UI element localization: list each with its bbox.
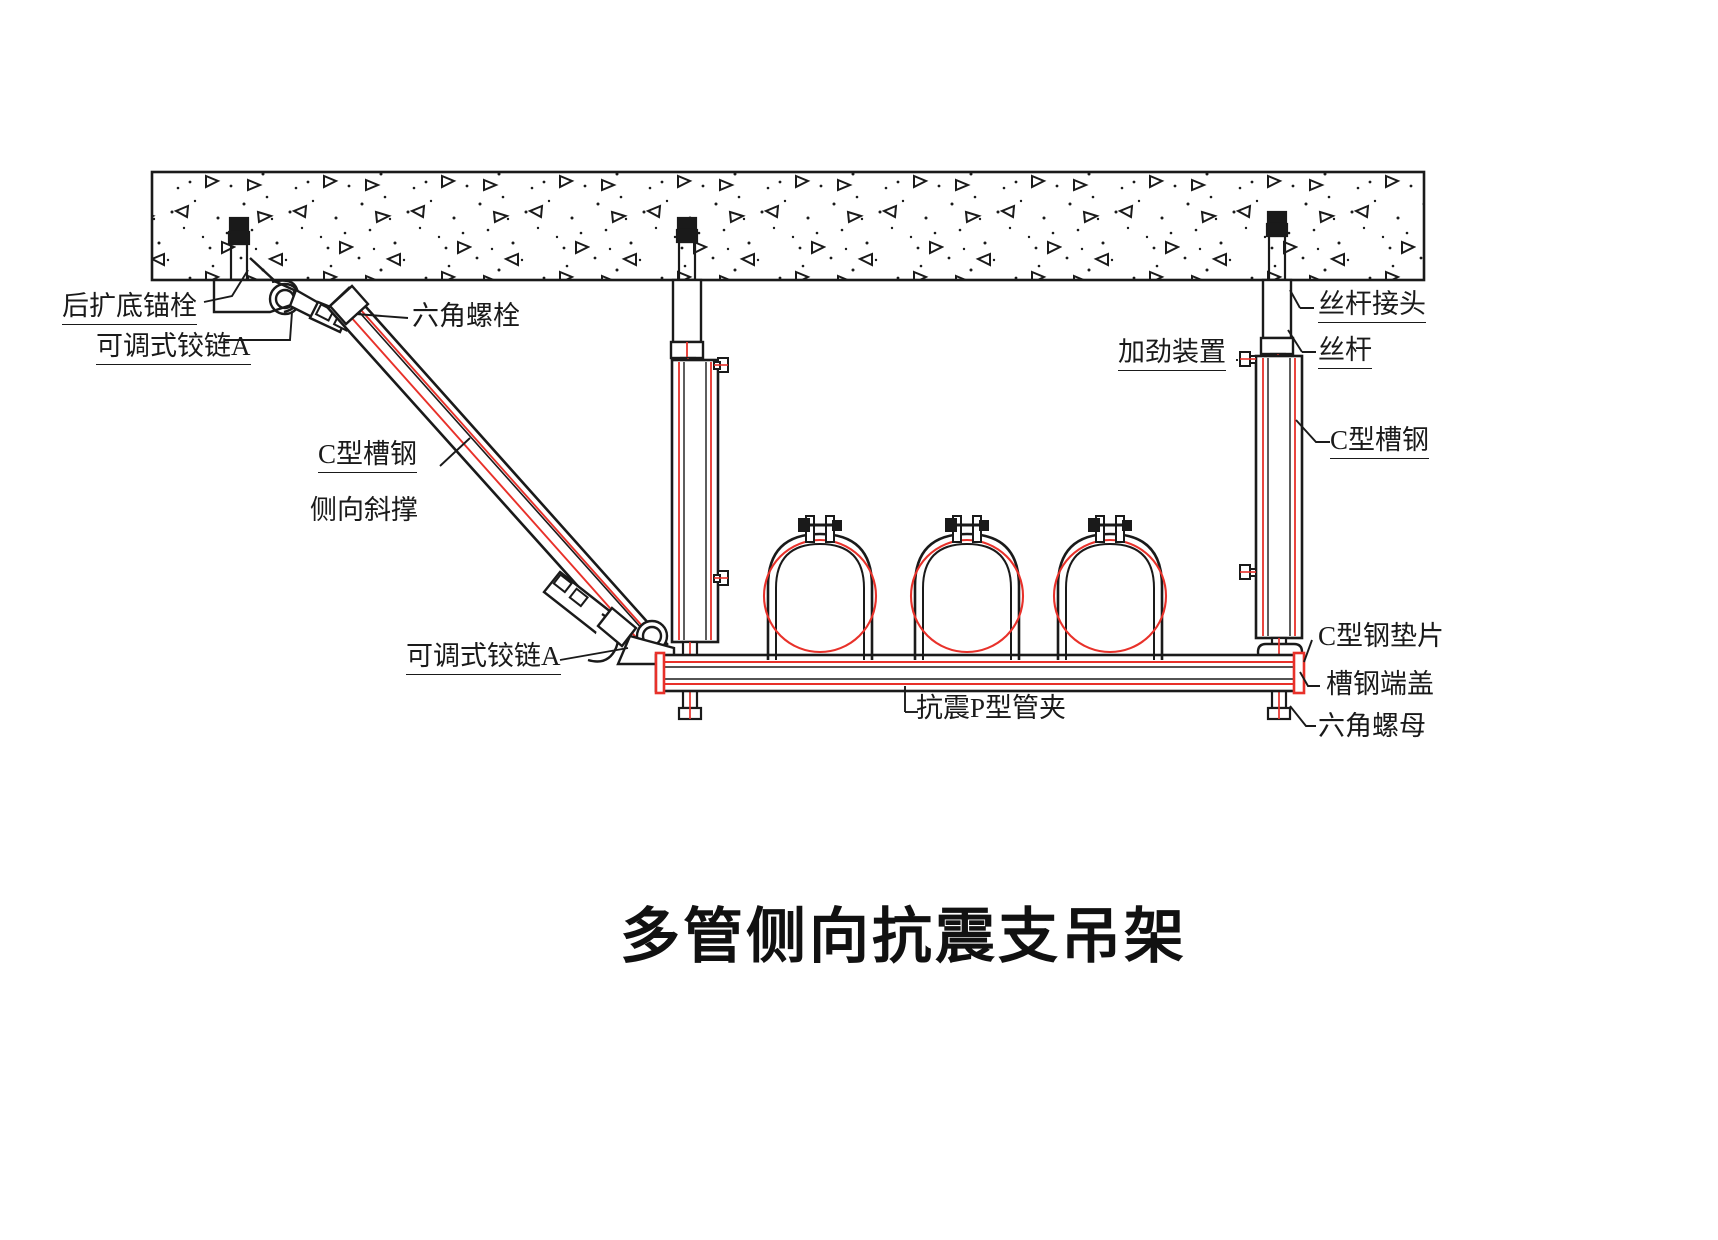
label-rod-coupler: 丝杆接头 xyxy=(1318,288,1426,323)
label-c-steel-washer: C型钢垫片 xyxy=(1318,621,1445,651)
label-hex-nut: 六角螺母 xyxy=(1318,711,1426,741)
label-threaded-rod: 丝杆 xyxy=(1318,334,1372,369)
label-p-clamp: 抗震P型管夹 xyxy=(916,693,1067,723)
label-c-channel-right: C型槽钢 xyxy=(1330,424,1430,459)
label-anchor-bolt: 后扩底锚栓 xyxy=(62,290,197,325)
stiffener-device xyxy=(1239,351,1257,580)
brace-end-cap-top xyxy=(328,284,370,326)
label-lateral-brace: 侧向斜撑 xyxy=(310,495,418,525)
pipe-clamp-group xyxy=(762,515,1168,660)
p-clamp-2 xyxy=(909,515,1025,660)
label-channel-end-cap: 槽钢端盖 xyxy=(1326,669,1434,699)
label-stiffener: 加劲装置 xyxy=(1118,336,1226,371)
hinge-bolt-blocks-bottom xyxy=(552,573,589,608)
leader-lines xyxy=(203,269,1330,727)
right-hanger-assembly xyxy=(1239,210,1304,721)
p-clamp-1 xyxy=(762,515,878,660)
label-hinge-a-bottom: 可调式铰链A xyxy=(406,640,561,675)
concrete-slab xyxy=(150,170,1426,282)
diagonal-brace-c-channel xyxy=(326,286,669,664)
label-hex-bolt: 六角螺栓 xyxy=(412,301,520,331)
drawing-title: 多管侧向抗震支吊架 xyxy=(620,904,1187,970)
label-c-channel-brace: C型槽钢 xyxy=(318,438,418,473)
channel-end-cap xyxy=(654,651,1306,695)
label-hinge-a-top: 可调式铰链A xyxy=(96,330,251,365)
p-clamp-3 xyxy=(1052,515,1168,660)
horizontal-rail-c-channel xyxy=(654,651,1306,695)
center-hanger-assembly xyxy=(669,216,729,721)
